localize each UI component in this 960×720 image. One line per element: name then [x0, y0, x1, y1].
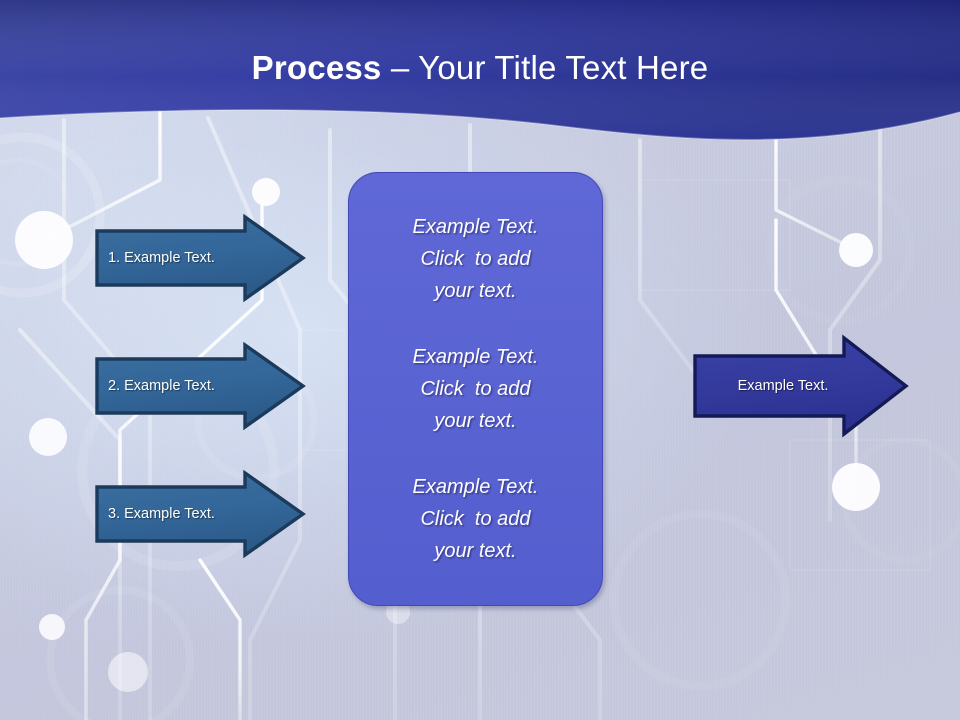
panel-block-3-line-3: your text.: [434, 540, 517, 562]
circuit-nodes: [15, 178, 880, 692]
panel-block-3-line-1: Example Text.: [412, 476, 539, 498]
step-arrow-1-shape: [95, 213, 306, 303]
step-arrow-2-shape: [95, 341, 306, 431]
center-text-panel[interactable]: Example Text. Click to add your text. Ex…: [348, 172, 603, 606]
panel-text-block-3: Example Text. Click to add your text.: [349, 471, 602, 567]
page-title-rest: – Your Title Text Here: [381, 49, 709, 86]
panel-block-2-line-1: Example Text.: [412, 346, 539, 368]
result-arrow-shape: [693, 334, 909, 438]
panel-block-3-line-2: Click to add: [420, 508, 531, 530]
step-arrow-3-shape: [95, 469, 306, 559]
step-arrow-2[interactable]: 2. Example Text.: [94, 341, 306, 431]
panel-block-2-line-3: your text.: [434, 410, 517, 432]
step-arrow-3[interactable]: 3. Example Text.: [94, 469, 306, 559]
panel-block-1-line-3: your text.: [434, 280, 517, 302]
panel-block-1-line-2: Click to add: [420, 248, 531, 270]
step-arrow-1[interactable]: 1. Example Text.: [94, 213, 306, 303]
header-band: [0, 0, 960, 141]
panel-block-1-line-1: Example Text.: [412, 216, 539, 238]
panel-text-block-2: Example Text. Click to add your text.: [349, 341, 602, 437]
page-title-strong: Process: [251, 49, 382, 86]
page-title: Process – Your Title Text Here: [0, 48, 960, 88]
panel-block-2-line-2: Click to add: [420, 378, 531, 400]
panel-text-block-1: Example Text. Click to add your text.: [349, 211, 602, 307]
result-arrow[interactable]: Example Text.: [692, 334, 910, 438]
